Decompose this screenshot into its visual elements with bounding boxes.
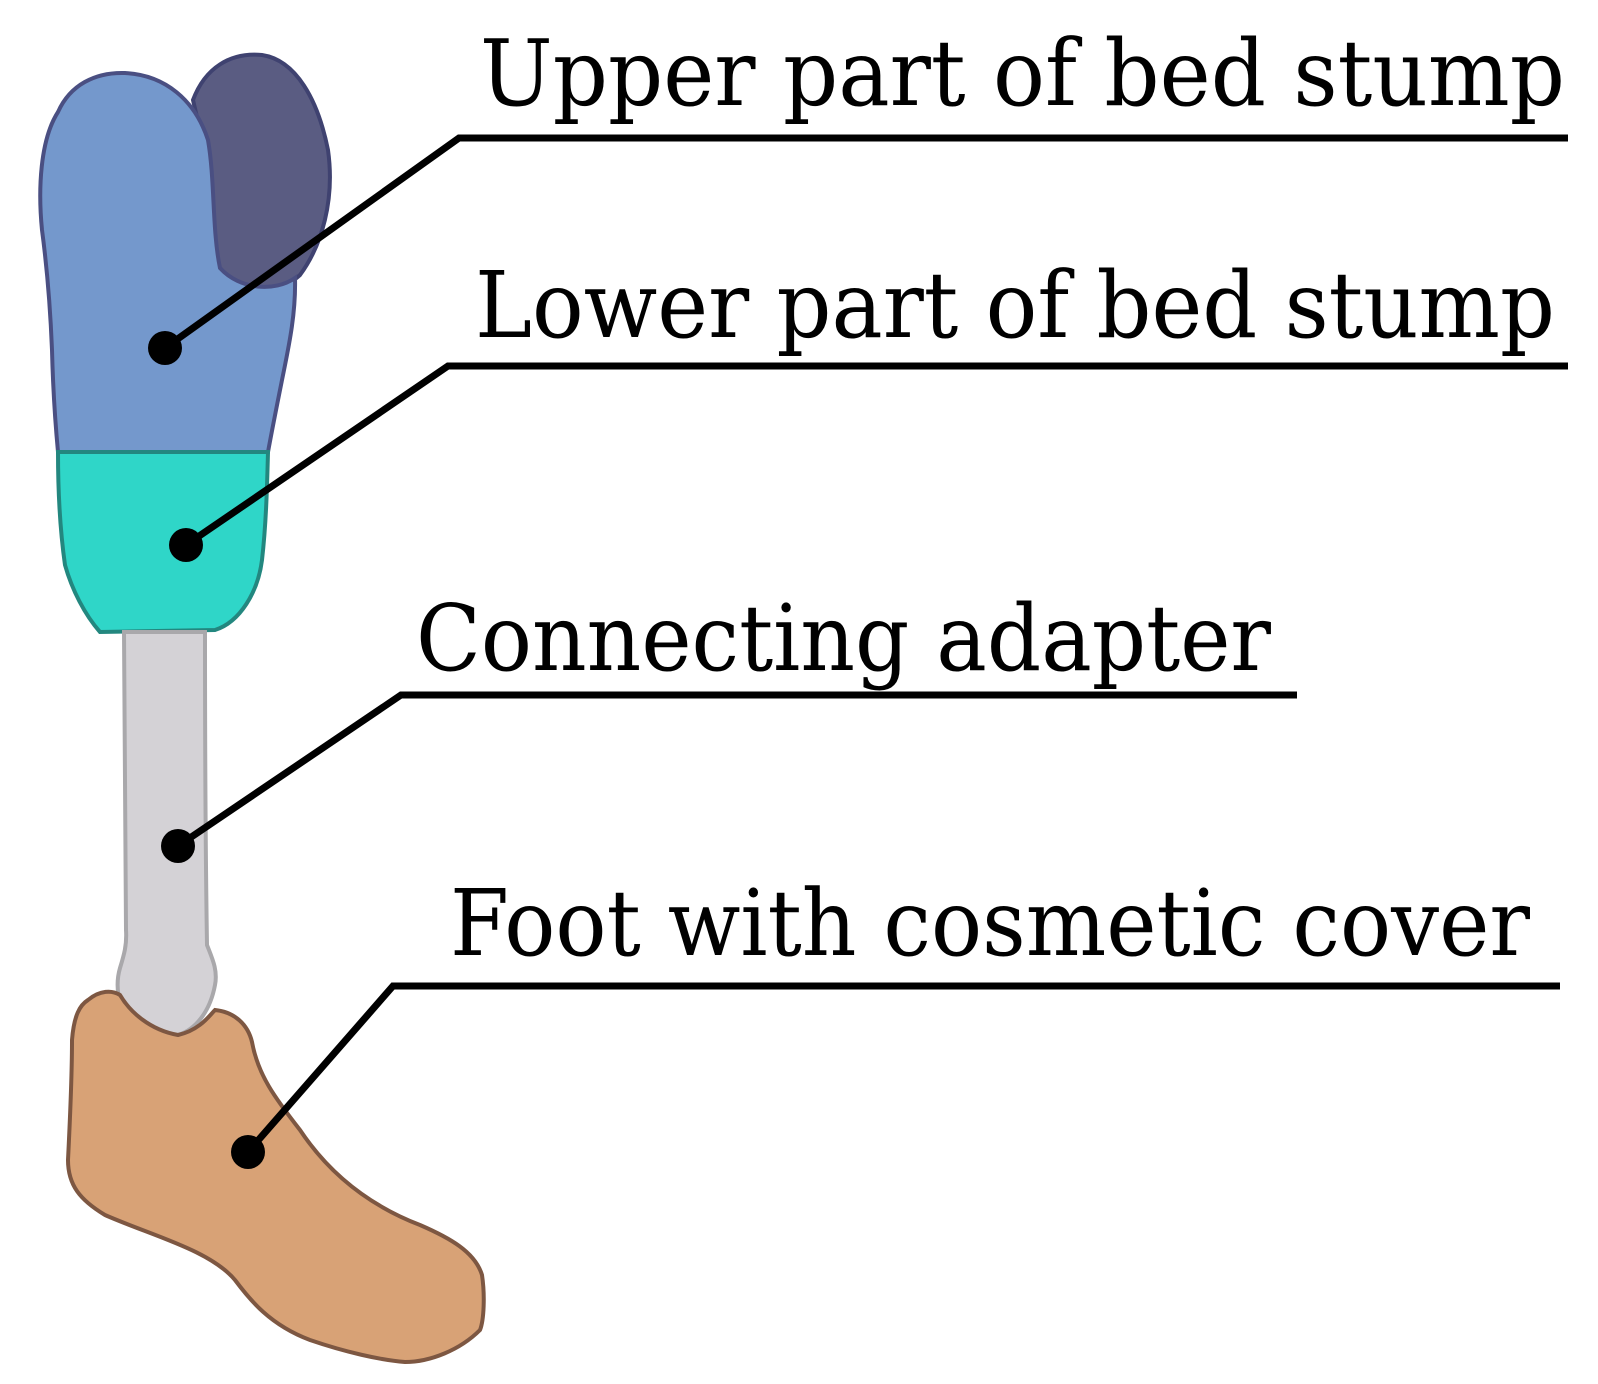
leader-dot-foot <box>231 1135 265 1169</box>
leader-dot-lower <box>169 528 203 562</box>
leader-line-adapter <box>176 691 1297 849</box>
leader-lines <box>162 134 1568 1155</box>
upper-socket <box>38 70 298 454</box>
leader-line-lower <box>184 362 1568 548</box>
foot-cover <box>65 989 486 1365</box>
leader-line-foot <box>245 982 1560 1155</box>
leader-dot-upper <box>148 331 182 365</box>
lower-socket <box>55 450 271 635</box>
leader-dot-adapter <box>161 829 195 863</box>
label-connecting-adapter: Connecting adapter <box>416 585 1271 692</box>
leader-dots <box>148 331 265 1169</box>
leader-line-upper <box>162 134 1568 351</box>
label-foot-cover: Foot with cosmetic cover <box>450 870 1530 977</box>
label-upper-part: Upper part of bed stump <box>480 20 1565 127</box>
label-lower-part: Lower part of bed stump <box>475 252 1555 359</box>
